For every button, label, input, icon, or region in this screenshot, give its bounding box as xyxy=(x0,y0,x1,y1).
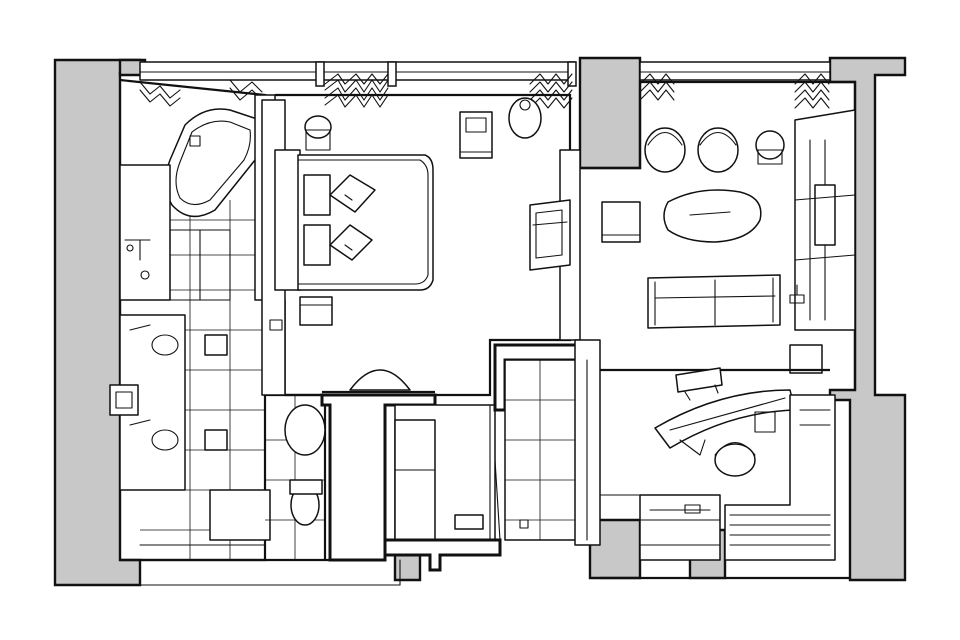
bedroom xyxy=(261,93,581,397)
coffee-table xyxy=(663,189,762,243)
wall-tv xyxy=(814,184,836,246)
shower-room xyxy=(493,339,601,546)
bed xyxy=(297,154,434,291)
closet xyxy=(320,369,502,572)
exterior-walls xyxy=(53,56,907,587)
side-cabinet xyxy=(789,344,823,374)
nightstand-top xyxy=(304,115,332,151)
study-bookcase xyxy=(639,494,721,561)
sofa xyxy=(647,274,781,329)
floor-lamp xyxy=(508,97,542,139)
tv-cabinet xyxy=(529,199,571,271)
side-table-round xyxy=(755,130,785,160)
curtains xyxy=(139,73,830,109)
pillow-1 xyxy=(303,174,331,216)
nightstand-bottom xyxy=(299,296,333,326)
study-side-table xyxy=(675,367,723,393)
water-closet xyxy=(265,393,327,560)
armchair xyxy=(459,111,493,159)
ottoman xyxy=(601,201,641,243)
bathtub xyxy=(164,108,263,218)
desk-chair xyxy=(714,443,756,477)
study xyxy=(599,367,836,561)
bottom-walls xyxy=(139,558,850,586)
round-mirror xyxy=(349,369,411,391)
cushion-2 xyxy=(329,224,373,261)
shower-enclosure xyxy=(119,164,231,301)
toilet xyxy=(284,404,326,526)
wardrobe xyxy=(394,419,436,541)
lounge-chairs xyxy=(644,127,785,173)
top-window-wall xyxy=(139,61,831,87)
double-vanity xyxy=(109,314,186,491)
cushion-1 xyxy=(329,174,376,213)
bathroom xyxy=(109,78,286,562)
pillow-2 xyxy=(303,224,331,266)
window-seat xyxy=(724,394,836,561)
shoe-bench xyxy=(454,514,484,530)
vanity-stool-2 xyxy=(204,429,228,451)
living-room xyxy=(580,80,857,390)
vanity-stool-1 xyxy=(204,334,228,356)
headboard xyxy=(274,149,301,291)
